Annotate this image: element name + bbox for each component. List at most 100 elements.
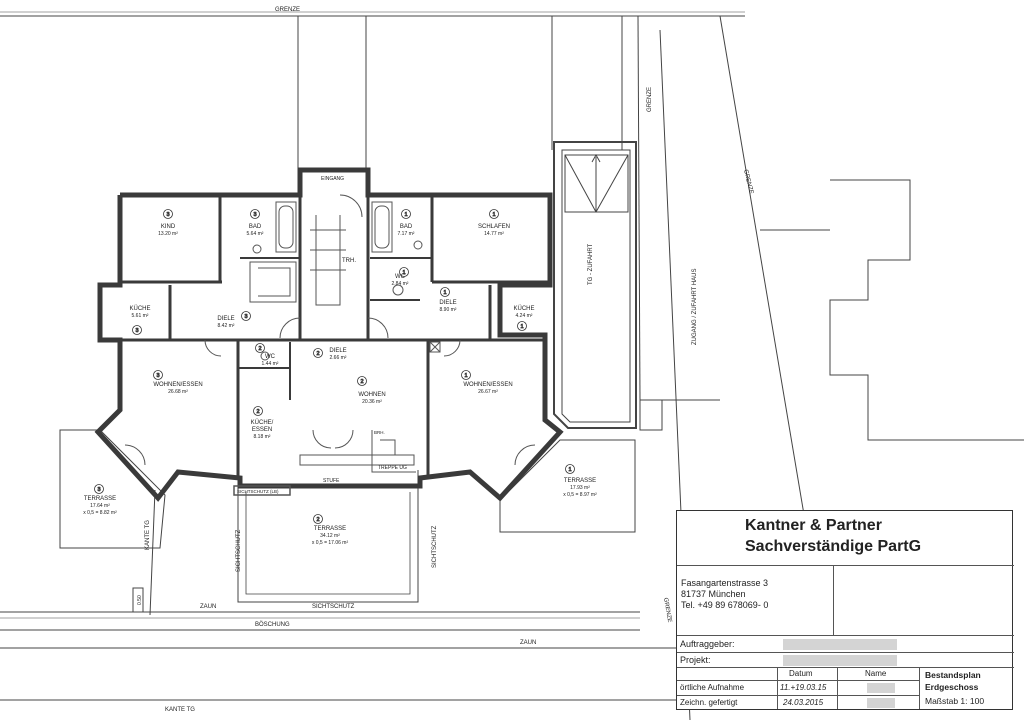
- address-right-cell: [833, 566, 1014, 635]
- room-number: 2: [256, 409, 259, 415]
- label-eingang: EINGANG: [321, 176, 344, 182]
- stair-block: [249, 261, 297, 303]
- garden-inner: [245, 492, 411, 595]
- redacted-client: [783, 639, 897, 650]
- gate-box: [639, 399, 663, 431]
- room-marker: [94, 484, 104, 494]
- address-phone: Tel. +49 89 678069- 0: [681, 600, 769, 610]
- tg-ramp-inner: [561, 149, 631, 423]
- label-sichtschutz-box: SICHTSCHUTZ (LB): [237, 489, 279, 494]
- label-brh: BRH.: [374, 430, 385, 435]
- bathtub-3-inner: [278, 205, 294, 249]
- room-number: 1: [402, 270, 405, 276]
- label-post: 0.50: [137, 595, 143, 605]
- room-marker: [255, 343, 265, 353]
- stair-run: [258, 267, 291, 297]
- toilet-1: [413, 240, 423, 250]
- door-terrace1: [514, 444, 536, 466]
- projekt-row: Projekt:: [677, 652, 1014, 667]
- site-label-group: GRENZE GRENZE GRENZE GRENZE ZAUN ZAUN SI…: [137, 7, 754, 713]
- terrace-left: [59, 429, 166, 549]
- label-zugang: ZUGANG / ZUFAHRT HAUS: [692, 269, 698, 345]
- room-marker: [313, 348, 323, 358]
- label-zaun-2: ZAUN: [520, 640, 536, 646]
- room-number: 1: [443, 290, 446, 296]
- firm-name-line1: Kantner & Partner: [745, 517, 882, 534]
- fixtures: [124, 194, 536, 496]
- boundary-label-right: GRENZE: [647, 87, 653, 112]
- date-col: [777, 668, 837, 709]
- address-city: 81737 München: [681, 589, 746, 599]
- boundary-label-bottom: GRENZE: [662, 597, 672, 623]
- kante-tg-line: [149, 489, 156, 616]
- door-diele1: [367, 317, 389, 339]
- shaft-box: [429, 341, 441, 353]
- label-tg-zufahrt: TG - ZUFAHRT: [588, 243, 594, 285]
- room-marker: [399, 267, 409, 277]
- room-number: 3: [166, 212, 169, 218]
- firm-name-line2: Sachverständige PartG: [745, 538, 922, 555]
- room-marker: [153, 370, 163, 380]
- record-label-2: Zeichn. gefertigt: [680, 698, 738, 707]
- tg-arrow-head: [591, 153, 601, 163]
- row-sep-2: [677, 695, 919, 696]
- address-row: Fasangartenstrasse 3 81737 München Tel. …: [677, 565, 1014, 635]
- shaft-x2: [429, 341, 441, 353]
- scale-label: Maßstab 1: 100: [925, 696, 985, 706]
- label-zaun: ZAUN: [200, 604, 216, 610]
- room-number: 3: [253, 212, 256, 218]
- room-marker: [313, 514, 323, 524]
- room-number: 1: [568, 467, 571, 473]
- wc-bowl-2: [260, 351, 270, 361]
- label-kante-tg-v: KANTE TG: [145, 520, 151, 550]
- record-date-2: 24.03.2015: [783, 698, 824, 707]
- room-number: 2: [360, 379, 363, 385]
- neighbour-outline: [829, 179, 1024, 441]
- room-number: 3: [156, 373, 159, 379]
- label-sichtschutz: SICHTSCHUTZ: [312, 604, 355, 610]
- label-kante-tg: KANTE TG: [165, 707, 195, 713]
- room-marker: [253, 406, 263, 416]
- label-treppe-ug: TREPPE UG: [378, 465, 407, 471]
- projekt-label: Projekt:: [680, 655, 711, 665]
- room-number: 2: [316, 351, 319, 357]
- doc-col: [919, 668, 1014, 709]
- tg-diag-1: [564, 154, 597, 213]
- label-stufe: STUFE: [323, 478, 340, 484]
- garden-fence: [237, 470, 419, 603]
- bathtub-3: [275, 201, 297, 253]
- room-marker: [241, 311, 251, 321]
- boundary-diagonal: [719, 15, 816, 581]
- treppe-ug-steps: [380, 439, 410, 456]
- room-marker: [440, 287, 450, 297]
- auftraggeber-label: Auftraggeber:: [680, 639, 735, 649]
- room-marker: [461, 370, 471, 380]
- auftraggeber-row: Auftraggeber:: [677, 635, 1014, 652]
- stufe-step: [299, 454, 415, 466]
- room-number: 3: [244, 314, 247, 320]
- boundary-label-top: GRENZE: [275, 7, 300, 13]
- doc-title-2: Erdgeschoss: [925, 682, 979, 692]
- bathtub-1: [371, 201, 393, 253]
- room-number: 3: [97, 487, 100, 493]
- record-label-1: örtliche Aufnahme: [680, 683, 745, 692]
- name-col: [837, 668, 919, 709]
- room-number: 2: [316, 517, 319, 523]
- redacted-name-1: [867, 683, 895, 693]
- doc-title-1: Bestandsplan: [925, 670, 981, 680]
- col-datum-header: Datum: [789, 669, 813, 678]
